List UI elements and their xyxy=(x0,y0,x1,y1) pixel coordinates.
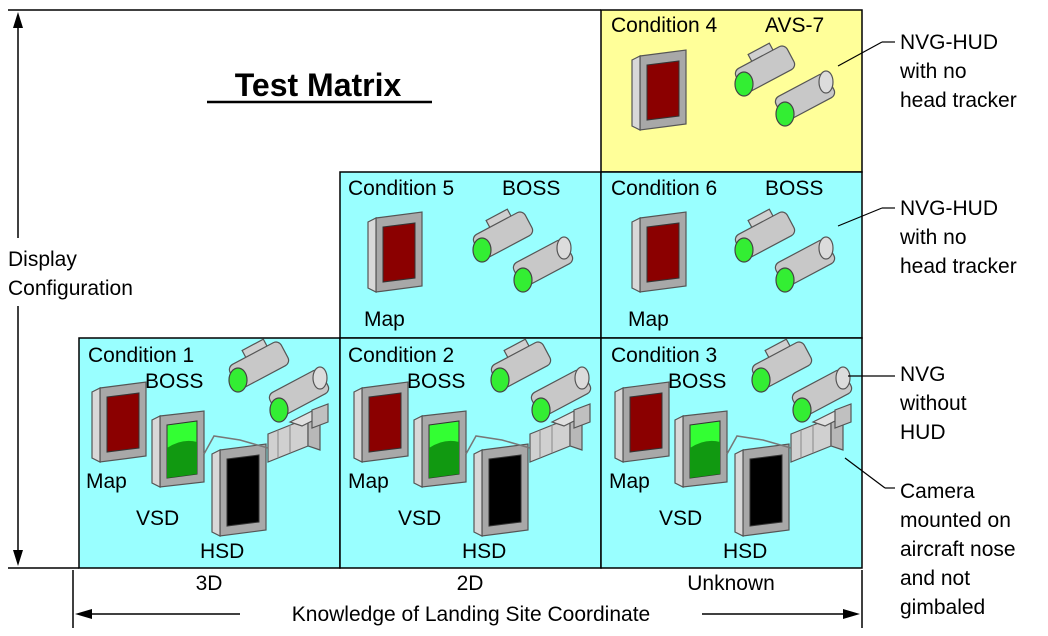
leader-line-top xyxy=(837,41,883,67)
condition-1-system: BOSS xyxy=(145,370,203,393)
leader-line-middle xyxy=(837,207,883,227)
map-display-icon xyxy=(353,381,409,463)
condition-1-map-label: Map xyxy=(86,470,127,493)
camera-cable xyxy=(726,435,792,455)
condition-1-hsd-label: HSD xyxy=(200,540,244,563)
y-axis-label-line2: Configuration xyxy=(8,277,133,300)
vsd-display-icon xyxy=(674,410,728,488)
x-axis-column-2d: 2D xyxy=(457,572,484,595)
note-top-line1: NVG-HUD xyxy=(900,31,998,54)
hsd-display-icon xyxy=(734,443,790,537)
map-display-icon xyxy=(631,49,687,131)
map-display-icon xyxy=(614,381,670,463)
condition-3-system: BOSS xyxy=(668,370,726,393)
x-axis-column-3d: 3D xyxy=(196,572,223,595)
diagram-title: Test Matrix xyxy=(235,67,402,103)
condition-4-system: AVS-7 xyxy=(765,14,824,37)
condition-3-map-label: Map xyxy=(609,470,650,493)
x-axis-arrow-left xyxy=(75,609,92,619)
y-axis-label-line1: Display xyxy=(8,248,77,271)
map-display-icon xyxy=(367,211,423,293)
vsd-display-icon xyxy=(151,410,205,488)
map-display-icon xyxy=(631,211,687,293)
condition-3-vsd-label: VSD xyxy=(659,507,702,530)
condition-3-hsd-label: HSD xyxy=(723,540,767,563)
condition-4-label: Condition 4 xyxy=(611,14,718,37)
condition-2-map-label: Map xyxy=(348,470,389,493)
vsd-display-icon xyxy=(413,410,467,488)
note-bottom-line2: without xyxy=(899,392,967,415)
condition-6-label: Condition 6 xyxy=(611,177,717,200)
condition-2-hsd-label: HSD xyxy=(462,540,506,563)
note-bottom-line1: NVG xyxy=(900,363,946,386)
condition-2-system: BOSS xyxy=(407,370,465,393)
note-bottom-line3: HUD xyxy=(900,421,946,444)
hsd-display-icon xyxy=(473,443,529,537)
camera-cable xyxy=(203,435,269,455)
condition-2-label: Condition 2 xyxy=(348,344,454,367)
note-middle-line1: NVG-HUD xyxy=(900,197,998,220)
condition-2-vsd-label: VSD xyxy=(398,507,441,530)
y-axis-arrow-down xyxy=(13,550,23,566)
note-camera-line4: and not xyxy=(900,567,970,590)
note-camera-line3: aircraft nose xyxy=(900,538,1016,561)
condition-5-label: Condition 5 xyxy=(348,177,454,200)
map-display-icon xyxy=(91,381,147,463)
condition-1-vsd-label: VSD xyxy=(136,507,179,530)
condition-1-label: Condition 1 xyxy=(88,344,194,367)
condition-5-system: BOSS xyxy=(502,177,560,200)
condition-6-map-label: Map xyxy=(628,308,669,331)
note-middle-line2: with no xyxy=(899,226,967,249)
condition-6-system: BOSS xyxy=(765,177,823,200)
note-middle-line3: head tracker xyxy=(900,255,1017,278)
x-axis-label: Knowledge of Landing Site Coordinate xyxy=(292,603,650,626)
note-camera-line1: Camera xyxy=(900,480,975,503)
hsd-display-icon xyxy=(211,443,267,537)
x-axis-arrow-right xyxy=(843,609,860,619)
leader-line-camera xyxy=(844,457,886,489)
condition-5-map-label: Map xyxy=(364,308,405,331)
x-axis-column-unknown: Unknown xyxy=(687,572,775,595)
note-top-line2: with no xyxy=(899,60,967,83)
y-axis-arrow-up xyxy=(13,12,23,28)
note-top-line3: head tracker xyxy=(900,89,1017,112)
note-camera-line2: mounted on xyxy=(900,509,1011,532)
camera-cable xyxy=(465,435,531,455)
note-camera-line5: gimbaled xyxy=(900,596,985,619)
condition-3-label: Condition 3 xyxy=(611,344,717,367)
